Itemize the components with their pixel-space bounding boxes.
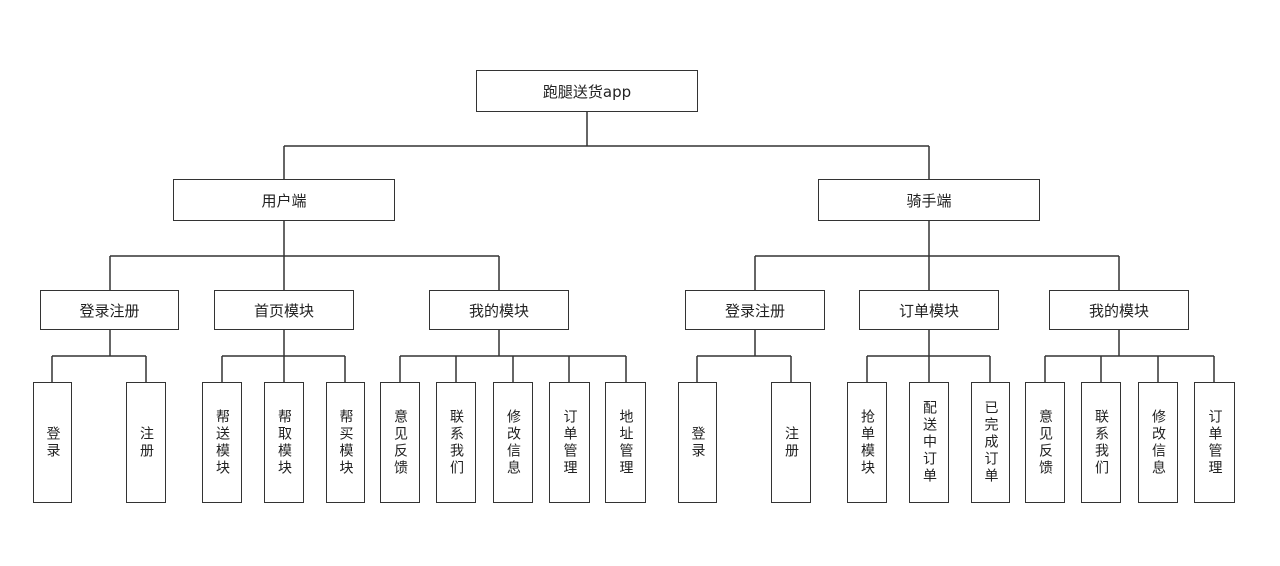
root-node: 跑腿送货app <box>476 70 698 112</box>
rider-side-node: 骑手端 <box>818 179 1040 221</box>
leaf-rider-order-mgmt: 订单管理 <box>1194 382 1235 503</box>
leaf-rider-contact: 联系我们 <box>1081 382 1121 503</box>
leaf-rider-grab-order: 抢单模块 <box>847 382 887 503</box>
leaf-user-pickup: 帮取模块 <box>264 382 304 503</box>
leaf-rider-feedback: 意见反馈 <box>1025 382 1065 503</box>
leaf-user-deliver: 帮送模块 <box>202 382 242 503</box>
rider-module-orders: 订单模块 <box>859 290 999 330</box>
leaf-user-address-mgmt: 地址管理 <box>605 382 646 503</box>
leaf-rider-login: 登录 <box>678 382 717 503</box>
leaf-user-order-mgmt: 订单管理 <box>549 382 590 503</box>
user-module-mine: 我的模块 <box>429 290 569 330</box>
leaf-user-edit-info: 修改信息 <box>493 382 533 503</box>
leaf-rider-completed: 已完成订单 <box>971 382 1010 503</box>
leaf-rider-register: 注册 <box>771 382 811 503</box>
rider-module-mine: 我的模块 <box>1049 290 1189 330</box>
leaf-user-register: 注册 <box>126 382 166 503</box>
leaf-user-contact: 联系我们 <box>436 382 476 503</box>
leaf-rider-edit-info: 修改信息 <box>1138 382 1178 503</box>
leaf-rider-delivering: 配送中订单 <box>909 382 949 503</box>
user-module-home: 首页模块 <box>214 290 354 330</box>
user-side-node: 用户端 <box>173 179 395 221</box>
leaf-user-login: 登录 <box>33 382 72 503</box>
leaf-user-buy: 帮买模块 <box>326 382 365 503</box>
rider-module-login-register: 登录注册 <box>685 290 825 330</box>
leaf-user-feedback: 意见反馈 <box>380 382 420 503</box>
user-module-login-register: 登录注册 <box>40 290 179 330</box>
